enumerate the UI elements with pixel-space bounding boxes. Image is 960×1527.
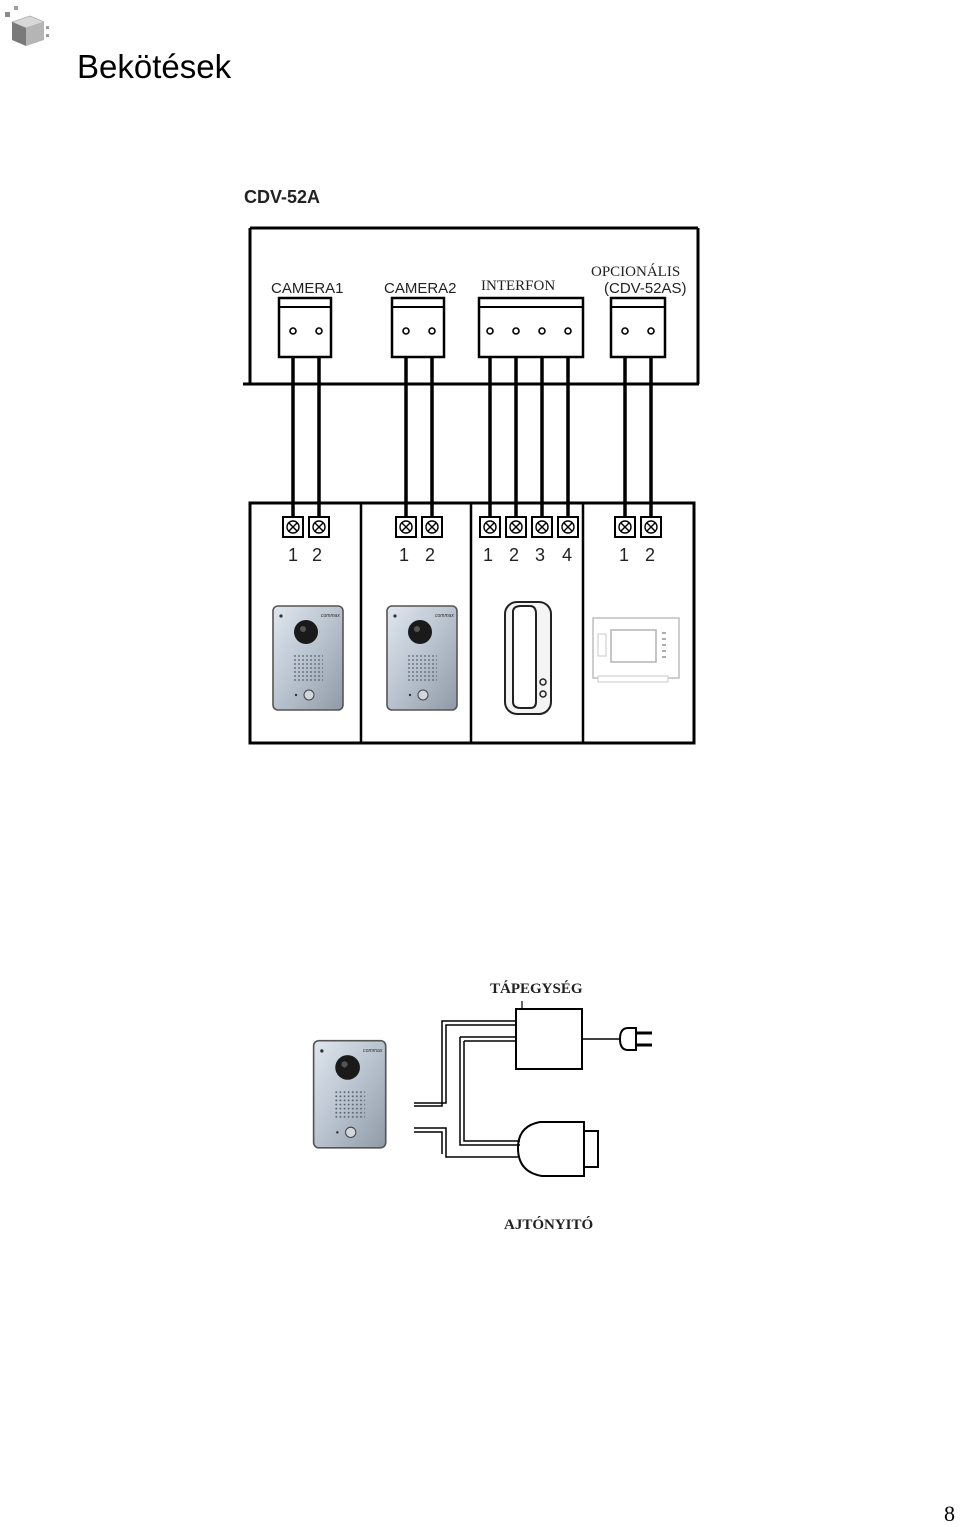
cube-logo-icon xyxy=(5,6,49,46)
door-opener-label: AJTÓNYITÓ xyxy=(504,1216,593,1233)
terminal-number: 1 xyxy=(288,545,298,565)
power-supply-box xyxy=(515,1001,583,1070)
terminal-number: 1 xyxy=(619,545,629,565)
power-plug-icon xyxy=(582,1027,652,1051)
handset-icon xyxy=(504,601,552,715)
device-panel xyxy=(248,501,696,745)
power-supply-label: TÁPEGYSÉG xyxy=(490,980,583,997)
terminal-number: 4 xyxy=(562,545,572,565)
port-label-camera2: CAMERA2 xyxy=(384,280,457,297)
terminal-number: 3 xyxy=(535,545,545,565)
terminal-number: 2 xyxy=(509,545,519,565)
port-sublabel-optional: (CDV-52AS) xyxy=(604,280,687,297)
terminal-number: 1 xyxy=(483,545,493,565)
page-title: Bekötések xyxy=(77,48,232,85)
connection-wires xyxy=(291,357,653,516)
terminal-number: 2 xyxy=(645,545,655,565)
connector-interfon xyxy=(477,296,585,359)
connector-optional xyxy=(609,296,667,359)
terminal-number: 2 xyxy=(312,545,322,565)
connector-camera2 xyxy=(390,296,446,359)
door-camera-icon xyxy=(312,1039,387,1149)
port-label-camera1: CAMERA1 xyxy=(271,280,344,297)
page-number: 8 xyxy=(944,1501,955,1526)
terminal-number: 2 xyxy=(425,545,435,565)
monitor-icon xyxy=(592,617,680,683)
port-label-optional: OPCIONÁLIS xyxy=(591,263,680,280)
door-camera-icon xyxy=(386,605,458,711)
connector-camera1 xyxy=(277,296,333,359)
door-lock-icon xyxy=(516,1121,599,1177)
model-label: CDV-52A xyxy=(244,187,320,207)
port-label-interfon: INTERFON xyxy=(481,278,555,294)
door-camera-icon xyxy=(272,605,344,711)
diagram2-wires xyxy=(414,1020,520,1158)
terminal-number: 1 xyxy=(399,545,409,565)
